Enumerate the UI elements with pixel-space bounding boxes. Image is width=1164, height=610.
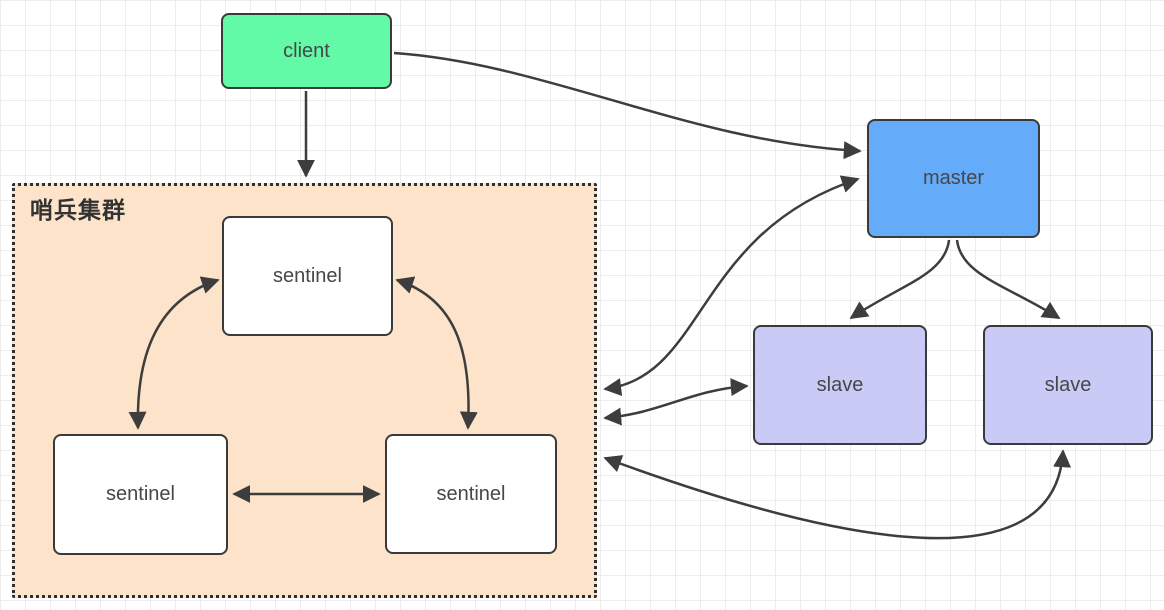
sentinel-cluster-label: 哨兵集群 <box>30 197 126 223</box>
node-client[interactable]: client <box>221 13 392 89</box>
edge-master-to-slave-right[interactable] <box>955 239 1061 320</box>
node-master[interactable]: master <box>867 119 1040 238</box>
node-sentinel-right-label: sentinel <box>436 482 506 505</box>
node-slave-right-label: slave <box>1044 373 1092 396</box>
node-slave-left[interactable]: slave <box>753 325 927 445</box>
node-client-label: client <box>283 39 330 62</box>
node-slave-right[interactable]: slave <box>983 325 1153 445</box>
edge-cluster-to-slave-right[interactable] <box>603 449 1072 540</box>
node-sentinel-right[interactable]: sentinel <box>385 434 557 554</box>
node-master-label: master <box>922 167 985 189</box>
node-sentinel-left-label: sentinel <box>106 483 175 505</box>
edge-cluster-to-slave-left[interactable] <box>603 378 749 426</box>
edge-master-to-slave-left[interactable] <box>849 239 951 320</box>
edge-client-to-master[interactable] <box>393 51 862 160</box>
edge-cluster-to-master[interactable] <box>603 175 860 397</box>
node-sentinel-top[interactable]: sentinel <box>222 216 393 336</box>
node-sentinel-left[interactable]: sentinel <box>53 434 228 555</box>
edge-sentinel-top-to-left[interactable] <box>128 276 220 430</box>
edge-sentinel-top-to-right[interactable] <box>395 276 478 430</box>
node-slave-left-label: slave <box>816 373 864 396</box>
node-sentinel-top-label: sentinel <box>273 264 342 287</box>
